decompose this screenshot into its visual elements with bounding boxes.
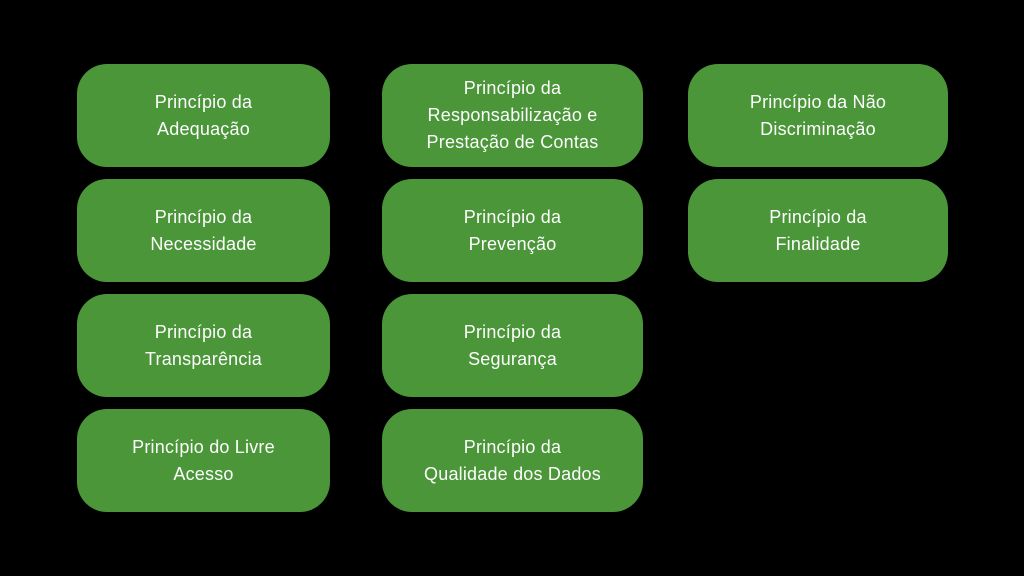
principle-label: Princípio da Necessidade xyxy=(150,206,257,254)
principle-label: Princípio da Finalidade xyxy=(769,206,867,254)
principle-box-nao-discriminacao: Princípio da Não Discriminação xyxy=(688,64,948,167)
principle-label: Princípio do Livre Acesso xyxy=(132,436,275,484)
principle-label: Princípio da Prevenção xyxy=(463,206,562,254)
principle-box-adequacao: Princípio da Adequação xyxy=(77,64,330,167)
principle-box-responsabilizacao-prestacao-contas: Princípio da Responsabilização e Prestaç… xyxy=(382,64,643,167)
principle-label: Princípio da Adequação xyxy=(154,91,253,139)
principle-label: Princípio da Qualidade dos Dados xyxy=(424,436,601,484)
principle-label: Princípio da Segurança xyxy=(463,321,562,369)
principle-box-necessidade: Princípio da Necessidade xyxy=(77,179,330,282)
principle-box-finalidade: Princípio da Finalidade xyxy=(688,179,948,282)
principle-box-prevencao: Princípio da Prevenção xyxy=(382,179,643,282)
principle-label: Princípio da Transparência xyxy=(145,321,262,369)
principle-label: Princípio da Não Discriminação xyxy=(749,91,887,139)
principle-box-livre-acesso: Princípio do Livre Acesso xyxy=(77,409,330,512)
principle-label: Princípio da Responsabilização e Prestaç… xyxy=(426,78,599,152)
principle-box-seguranca: Princípio da Segurança xyxy=(382,294,643,397)
principle-box-qualidade-dados: Princípio da Qualidade dos Dados xyxy=(382,409,643,512)
principle-box-transparencia: Princípio da Transparência xyxy=(77,294,330,397)
